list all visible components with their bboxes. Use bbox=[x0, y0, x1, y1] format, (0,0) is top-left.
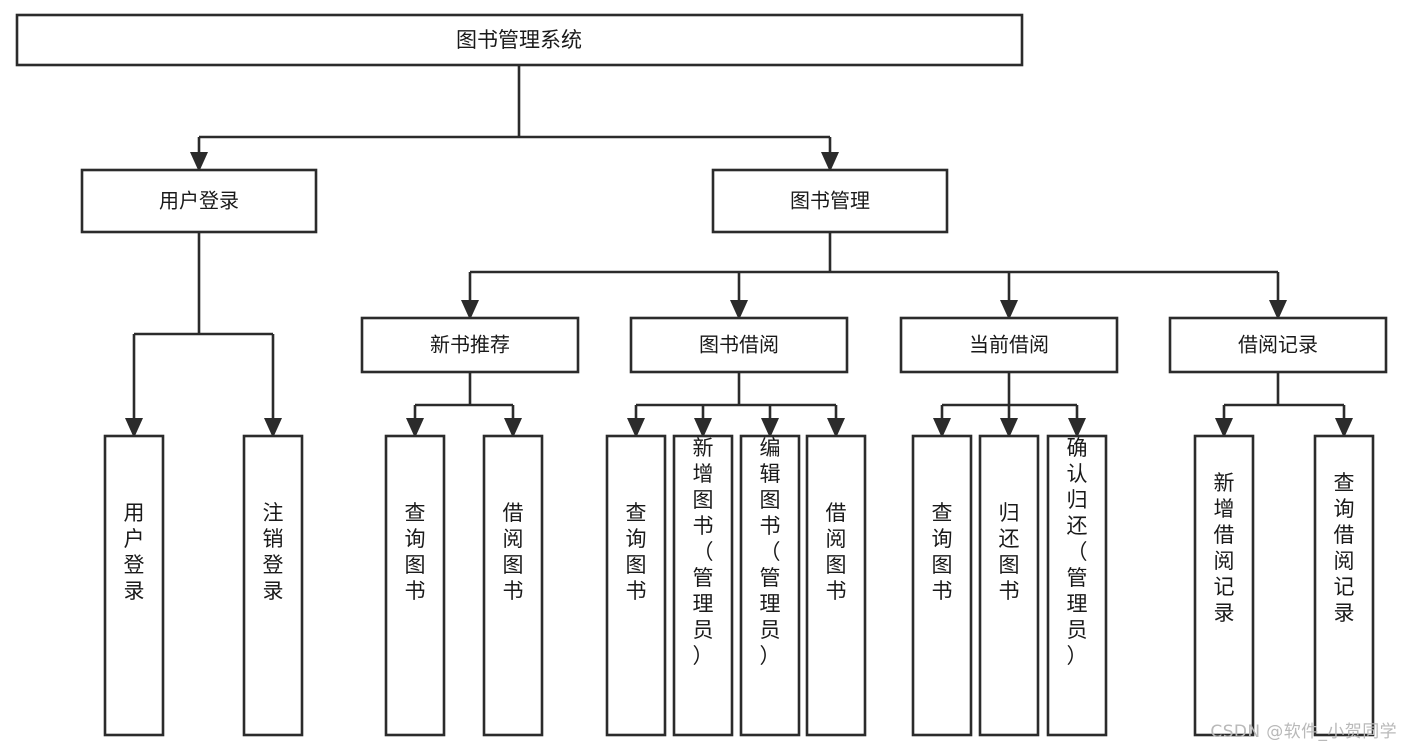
node-current-borrow[interactable]: 当前借阅 bbox=[899, 316, 1119, 374]
node-borrow-record[interactable]: 借阅记录 bbox=[1168, 316, 1388, 374]
leaf-node[interactable]: 归还图书 bbox=[978, 434, 1040, 737]
leaf-label: 查询借阅记录 bbox=[1334, 471, 1355, 625]
leaf-label: 查询图书 bbox=[626, 501, 647, 603]
leaf-node[interactable]: 确认归还（管理员） bbox=[1046, 434, 1108, 737]
leaf-label: 新增图书（管理员） bbox=[693, 436, 714, 668]
leaf-box[interactable] bbox=[978, 434, 1040, 737]
node-book-manage-label: 图书管理 bbox=[790, 189, 870, 213]
leaf-label: 查询图书 bbox=[405, 501, 426, 603]
node-user-login-label: 用户登录 bbox=[159, 189, 239, 213]
node-root[interactable]: 图书管理系统 bbox=[15, 13, 1024, 67]
node-borrow-record-label: 借阅记录 bbox=[1238, 333, 1318, 357]
node-book-borrow-label: 图书借阅 bbox=[699, 333, 779, 357]
leaf-node[interactable]: 借阅图书 bbox=[805, 434, 867, 737]
leaf-box[interactable] bbox=[739, 434, 801, 737]
leaf-box[interactable] bbox=[805, 434, 867, 737]
leaf-node[interactable]: 用户登录 bbox=[103, 434, 165, 737]
leaf-node[interactable]: 查询图书 bbox=[911, 434, 973, 737]
node-book-borrow[interactable]: 图书借阅 bbox=[629, 316, 849, 374]
leaf-box[interactable] bbox=[482, 434, 544, 737]
node-root-box[interactable] bbox=[15, 13, 1024, 67]
leaf-label: 编辑图书（管理员） bbox=[760, 436, 781, 668]
node-new-book-recommend-box[interactable] bbox=[360, 316, 580, 374]
leaf-node[interactable]: 查询图书 bbox=[605, 434, 667, 737]
node-current-borrow-label: 当前借阅 bbox=[969, 333, 1049, 357]
leaf-box[interactable] bbox=[103, 434, 165, 737]
leaf-box[interactable] bbox=[1313, 434, 1375, 737]
leaf-label: 查询图书 bbox=[932, 501, 953, 603]
node-current-borrow-box[interactable] bbox=[899, 316, 1119, 374]
leaf-label: 借阅图书 bbox=[503, 501, 524, 603]
node-borrow-record-box[interactable] bbox=[1168, 316, 1388, 374]
node-new-book-recommend[interactable]: 新书推荐 bbox=[360, 316, 580, 374]
leaf-node[interactable]: 编辑图书（管理员） bbox=[739, 434, 801, 737]
node-book-manage[interactable]: 图书管理 bbox=[711, 168, 949, 234]
leaf-node[interactable]: 查询借阅记录 bbox=[1313, 434, 1375, 737]
leaf-label: 新增借阅记录 bbox=[1214, 471, 1235, 625]
leaf-label: 注销登录 bbox=[263, 501, 284, 603]
leaf-box[interactable] bbox=[242, 434, 304, 737]
csdn-watermark: CSDN @软件_小贺同学 bbox=[1210, 722, 1397, 742]
leaf-node[interactable]: 新增借阅记录 bbox=[1193, 434, 1255, 737]
connector-layer bbox=[125, 65, 1353, 438]
node-new-book-recommend-label: 新书推荐 bbox=[430, 333, 510, 357]
leaf-box[interactable] bbox=[384, 434, 446, 737]
leaf-label: 归还图书 bbox=[999, 501, 1020, 603]
leaf-node[interactable]: 借阅图书 bbox=[482, 434, 544, 737]
node-book-manage-box[interactable] bbox=[711, 168, 949, 234]
leaf-label: 确认归还（管理员） bbox=[1067, 436, 1088, 668]
leaf-label: 借阅图书 bbox=[826, 501, 847, 603]
leaf-box[interactable] bbox=[911, 434, 973, 737]
leaf-node[interactable]: 注销登录 bbox=[242, 434, 304, 737]
node-user-login[interactable]: 用户登录 bbox=[80, 168, 318, 234]
leaf-node[interactable]: 新增图书（管理员） bbox=[672, 434, 734, 737]
leaf-box[interactable] bbox=[605, 434, 667, 737]
node-book-borrow-box[interactable] bbox=[629, 316, 849, 374]
leaf-box[interactable] bbox=[1193, 434, 1255, 737]
leaf-node[interactable]: 查询图书 bbox=[384, 434, 446, 737]
leaf-label: 用户登录 bbox=[124, 501, 145, 603]
node-root-label: 图书管理系统 bbox=[456, 28, 582, 52]
node-user-login-box[interactable] bbox=[80, 168, 318, 234]
leaf-box[interactable] bbox=[1046, 434, 1108, 737]
leaf-box[interactable] bbox=[672, 434, 734, 737]
